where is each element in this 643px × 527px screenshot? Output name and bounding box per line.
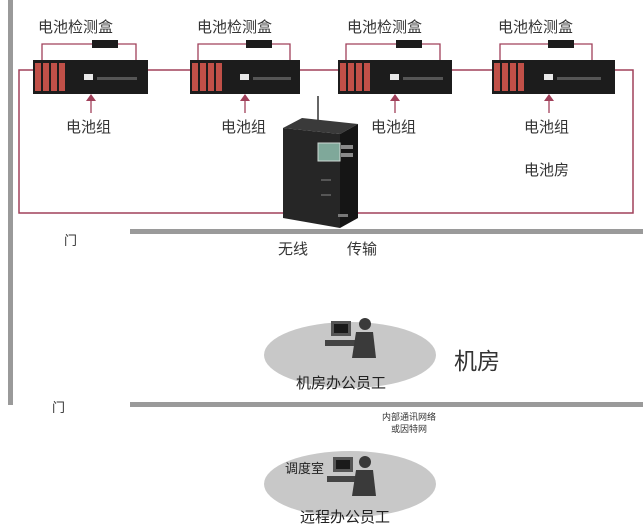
- battery-group-label: 电池组: [221, 118, 267, 136]
- dispatch-room-label: 调度室: [285, 462, 325, 477]
- machine-room-wall: [130, 402, 643, 407]
- desk-icon: [327, 476, 359, 482]
- panel-indicator: [390, 74, 399, 80]
- battery-cell: [216, 63, 222, 91]
- door-label-battery-room: 门: [64, 234, 78, 249]
- battery-cell: [208, 63, 214, 91]
- door-label-machine-room: 门: [52, 401, 66, 416]
- panel-strip: [403, 77, 443, 80]
- left-wall: [8, 0, 13, 405]
- host-button: [341, 153, 353, 157]
- battery-cell: [192, 63, 198, 91]
- battery-detector-box: [246, 40, 272, 48]
- panel-indicator: [240, 74, 249, 80]
- remote-workstation-icon: [327, 456, 376, 496]
- battery-cell: [348, 63, 354, 91]
- battery-box-label: 电池检测盒: [347, 18, 423, 36]
- remote-staff-label: 远程办公员工: [300, 508, 391, 526]
- panel-indicator: [544, 74, 553, 80]
- transmission-label: 传输: [347, 240, 378, 258]
- battery-room-label: 电池房: [524, 161, 570, 179]
- battery-group-label: 电池组: [66, 118, 112, 136]
- group-arrow-head: [240, 94, 250, 101]
- battery-detector-box: [548, 40, 574, 48]
- desk-icon: [325, 340, 357, 346]
- person-body: [352, 470, 376, 496]
- battery-cell: [59, 63, 65, 91]
- battery-group-label: 电池组: [524, 118, 570, 136]
- person-head: [359, 456, 371, 468]
- monitoring-host: [283, 96, 358, 228]
- box-wire: [197, 43, 246, 60]
- panel-strip: [97, 77, 137, 80]
- monitor-screen: [334, 324, 348, 333]
- battery-cell: [494, 63, 500, 91]
- panel-strip: [557, 77, 601, 80]
- battery-unit-1: [33, 40, 148, 113]
- host-top: [283, 118, 358, 134]
- network-note-line2: 或因特网: [391, 425, 428, 435]
- battery-unit-3: [338, 40, 452, 113]
- box-wire: [574, 43, 593, 60]
- battery-cell: [502, 63, 508, 91]
- person-head: [359, 318, 371, 330]
- battery-group-label: 电池组: [371, 118, 417, 136]
- battery-box-label: 电池检测盒: [197, 18, 273, 36]
- box-wire: [272, 43, 291, 60]
- host-screen: [317, 142, 341, 162]
- host-front: [340, 124, 358, 228]
- remote-staff-area: [264, 451, 436, 517]
- battery-cell: [340, 63, 346, 91]
- panel-strip: [253, 77, 291, 80]
- host-button: [341, 145, 353, 149]
- group-arrow-head: [390, 94, 400, 101]
- wireless-label: 无线: [278, 240, 309, 258]
- machine-room-label: 机房: [454, 349, 500, 375]
- box-wire: [345, 43, 396, 60]
- group-arrow-head: [86, 94, 96, 101]
- battery-detector-box: [396, 40, 422, 48]
- battery-cell: [364, 63, 370, 91]
- network-note: 内部通讯网络 或因特网: [382, 412, 436, 436]
- network-note-line1: 内部通讯网络: [382, 413, 437, 423]
- battery-unit-2: [190, 40, 300, 113]
- battery-cell: [35, 63, 41, 91]
- box-wire: [499, 43, 548, 60]
- box-wire: [422, 43, 441, 60]
- battery-room-wall: [130, 229, 643, 234]
- battery-cell: [356, 63, 362, 91]
- person-body: [352, 332, 376, 358]
- box-wire: [118, 43, 137, 60]
- battery-unit-4: [492, 40, 615, 113]
- battery-box-label: 电池检测盒: [38, 18, 114, 36]
- group-arrow-head: [544, 94, 554, 101]
- battery-cell: [51, 63, 57, 91]
- monitor-screen: [336, 460, 350, 469]
- host-badge: [338, 214, 348, 217]
- operator-workstation-icon: [325, 318, 376, 358]
- box-wire: [41, 43, 92, 60]
- battery-cell: [518, 63, 524, 91]
- panel-indicator: [84, 74, 93, 80]
- battery-cell: [510, 63, 516, 91]
- battery-cell: [43, 63, 49, 91]
- battery-box-label: 电池检测盒: [498, 18, 574, 36]
- battery-cell: [200, 63, 206, 91]
- battery-detector-box: [92, 40, 118, 48]
- machine-room-staff-area: [264, 322, 436, 388]
- machine-room-staff-label: 机房办公员工: [296, 374, 387, 392]
